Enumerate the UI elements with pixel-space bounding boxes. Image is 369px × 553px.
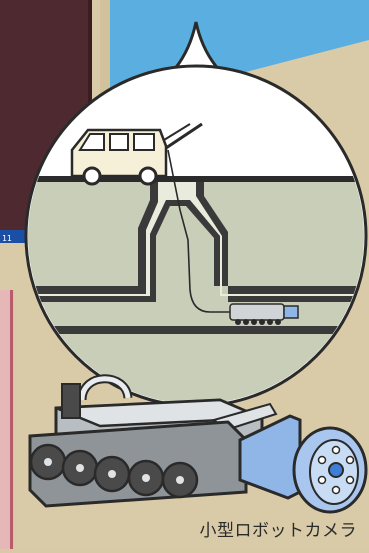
photo-number: 11 xyxy=(2,234,12,243)
pink-border xyxy=(10,290,13,549)
caption-label: 小型ロボットカメラ xyxy=(200,516,358,541)
sky-border xyxy=(100,0,110,104)
